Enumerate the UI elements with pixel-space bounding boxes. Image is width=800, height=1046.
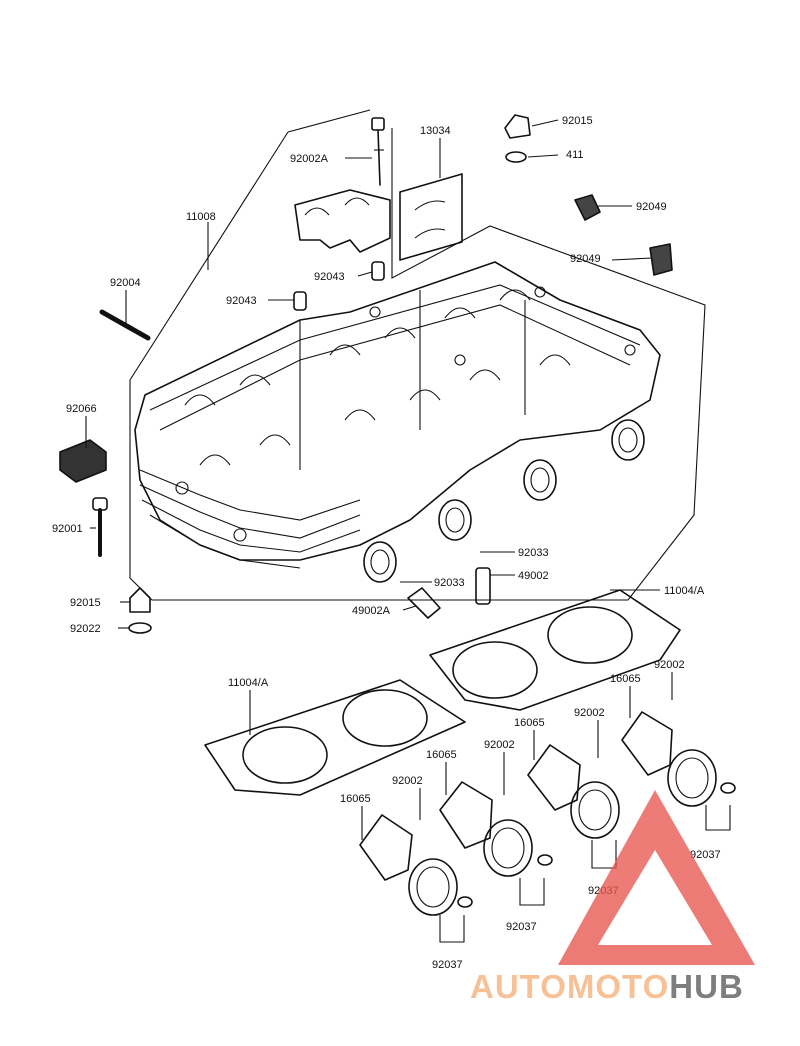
leader-lines (85, 119, 731, 943)
callout-92043-lower: 92043 (226, 295, 257, 307)
intake-holder-2 (439, 781, 553, 877)
stud-bolt-92002A (371, 117, 385, 186)
plug-49002 (475, 567, 491, 605)
callout-92002a: 92002A (290, 153, 329, 165)
watermark-text-hub: HUB (669, 968, 744, 1005)
callout-92022: 92022 (70, 623, 101, 635)
intake-holder-4 (621, 711, 736, 807)
callout-16065-far-right: 16065 (610, 673, 641, 685)
automotohub-watermark: AUTOMOTOHUB (470, 790, 755, 1005)
dowel-pin-92043-lower (293, 291, 307, 311)
plug-49002A (407, 587, 441, 619)
callout-92033-left: 92033 (434, 577, 465, 589)
head-gasket-11004A-left (204, 679, 466, 796)
callout-92049-lower: 92049 (570, 253, 601, 265)
oil-seal-92049-upper (574, 194, 601, 221)
watermark-text-automoto: AUTOMOTO (470, 968, 669, 1005)
rubber-block-92066 (59, 439, 107, 483)
callout-92002-right: 92002 (574, 707, 605, 719)
cap-nut-92015-upper (504, 114, 531, 163)
callout-92015-top: 92015 (562, 115, 593, 127)
watermark-triangle-logo (558, 790, 755, 965)
callout-411: 411 (566, 149, 584, 161)
callout-11004a-right: 11004/A (664, 585, 705, 597)
callout-92049-upper: 92049 (636, 201, 667, 213)
callout-11008: 11008 (186, 211, 216, 223)
intake-holder-1 (359, 814, 473, 916)
callout-49002a: 49002A (352, 605, 391, 617)
callout-16065-middle: 16065 (426, 749, 457, 761)
callout-92037-left: 92037 (432, 959, 463, 971)
callout-92015-bottom: 92015 (70, 597, 101, 609)
assembly-boundary (129, 109, 706, 601)
callout-13034: 13034 (420, 125, 451, 137)
callout-92066: 92066 (66, 403, 97, 415)
bearing-13034 (399, 173, 463, 261)
oil-seal-92049-lower (649, 243, 673, 276)
callout-92002-middle: 92002 (484, 739, 515, 751)
cylinder-head (134, 261, 661, 583)
callout-11004a-left: 11004/A (228, 677, 269, 689)
head-gasket-11004A-right (429, 589, 681, 711)
svg-text:AUTOMOTOHUB: AUTOMOTOHUB (470, 968, 744, 1005)
camshaft-cap (294, 189, 391, 253)
callout-92001: 92001 (52, 523, 83, 535)
stud-92004 (99, 309, 151, 341)
callout-92037-middle: 92037 (506, 921, 537, 933)
bolt-92001 (92, 497, 108, 557)
callout-16065-left: 16065 (340, 793, 371, 805)
callout-49002: 49002 (518, 570, 549, 582)
callout-92002-far-right: 92002 (654, 659, 685, 671)
callout-92043-upper: 92043 (314, 271, 345, 283)
callout-16065-right: 16065 (514, 717, 545, 729)
callout-92033-right: 92033 (518, 547, 549, 559)
callout-92004: 92004 (110, 277, 141, 289)
cap-nut-92015-lower (128, 587, 152, 634)
callout-92002-left: 92002 (392, 775, 423, 787)
callout-92037-far-right: 92037 (690, 849, 721, 861)
dowel-pin-92043-upper (371, 261, 385, 281)
intake-holder-3 (527, 744, 620, 839)
